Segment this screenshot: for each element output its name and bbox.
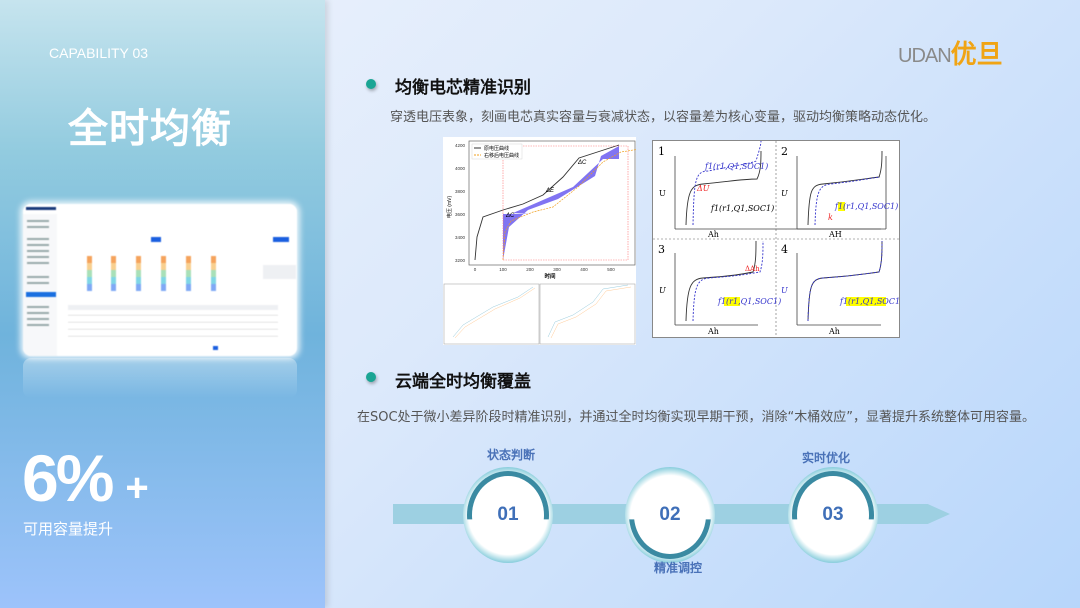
step-label-1: 状态判断: [487, 448, 536, 462]
bar-segment: [87, 284, 92, 291]
svg-text:ΔU: ΔU: [696, 184, 710, 193]
bar-segment: [111, 263, 116, 270]
svg-text:100: 100: [499, 267, 507, 272]
bar-segment: [211, 284, 216, 291]
bar-segment: [161, 263, 166, 270]
step-circle-3: 03: [788, 467, 878, 563]
stat-label: 可用容量提升: [23, 520, 114, 538]
svg-text:Ah: Ah: [828, 327, 840, 336]
svg-text:3: 3: [658, 243, 665, 256]
step-circle-2: 02: [625, 467, 715, 563]
bullet-icon: [366, 79, 376, 89]
svg-text:2: 2: [781, 145, 788, 158]
svg-text:ΔC: ΔC: [505, 213, 515, 219]
svg-text:时间: 时间: [544, 272, 556, 280]
svg-text:4000: 4000: [455, 166, 466, 171]
svg-text:f1(r1,Q1,SOC1): f1(r1,Q1,SOC1): [717, 297, 781, 306]
bar-segment: [186, 270, 191, 277]
stat-value: 6%+: [22, 441, 149, 515]
svg-text:1: 1: [658, 145, 665, 158]
svg-text:Ah: Ah: [707, 327, 719, 336]
svg-text:f1(r1,Q1,SOC1): f1(r1,Q1,SOC1): [704, 162, 768, 171]
panel-title: 全时均衡: [68, 106, 232, 152]
svg-text:ΔAh: ΔAh: [745, 265, 760, 273]
bar-segment: [87, 270, 92, 277]
bar-segment: [211, 256, 216, 263]
svg-text:4200: 4200: [455, 143, 466, 148]
svg-text:电压 (mV): 电压 (mV): [446, 196, 453, 219]
svg-text:f1(r1,Q1,SOC1): f1(r1,Q1,SOC1): [839, 297, 899, 306]
bar-segment: [136, 277, 141, 284]
bar-segment: [186, 284, 191, 291]
svg-text:ΔE: ΔE: [545, 188, 555, 194]
svg-text:U: U: [659, 189, 666, 198]
bar-segment: [87, 263, 92, 270]
bar-segment: [161, 270, 166, 277]
section2-title: 云端全时均衡覆盖: [395, 372, 531, 392]
section1-title: 均衡电芯精准识别: [395, 78, 531, 98]
svg-text:Ah: Ah: [707, 230, 719, 239]
bar-segment: [211, 277, 216, 284]
svg-text:k: k: [828, 213, 833, 222]
section2-desc: 在SOC处于微小差异阶段时精准识别，并通过全时均衡实现早期干预，消除“木桶效应”…: [357, 410, 1036, 425]
svg-text:300: 300: [553, 267, 561, 272]
legend-original: 原电压曲线: [484, 145, 509, 152]
bar-segment: [161, 284, 166, 291]
svg-text:U: U: [781, 189, 788, 198]
svg-text:AH: AH: [828, 230, 842, 239]
svg-text:U: U: [659, 286, 666, 295]
bar-segment: [111, 277, 116, 284]
platform-screenshot: [23, 204, 297, 356]
svg-text:U: U: [781, 286, 788, 295]
bullet-icon: [366, 372, 376, 382]
bar-segment: [186, 256, 191, 263]
left-panel: CAPABILITY 03 全时均衡 6%+ 可用容量提升: [0, 0, 325, 608]
svg-text:f1(r1,Q1,SOC1): f1(r1,Q1,SOC1): [710, 204, 774, 213]
svg-text:4: 4: [781, 243, 788, 256]
bar-segment: [186, 277, 191, 284]
step-label-2: 精准调控: [654, 561, 703, 575]
svg-text:500: 500: [607, 267, 615, 272]
bar-segment: [161, 277, 166, 284]
capability-label: CAPABILITY 03: [49, 45, 149, 61]
bar-segment: [211, 270, 216, 277]
bar-segment: [87, 277, 92, 284]
svg-text:0: 0: [474, 267, 477, 272]
bar-segment: [186, 263, 191, 270]
section1-desc: 穿透电压表象，刻画电芯真实容量与衰减状态，以容量差为核心变量，驱动均衡策略动态优…: [390, 110, 937, 125]
svg-text:ΔC: ΔC: [577, 160, 587, 166]
legend-shifted: 右移后电压曲线: [484, 152, 519, 159]
bar-segment: [136, 256, 141, 263]
bar-segment: [87, 256, 92, 263]
screenshot-reflection: [23, 358, 297, 398]
step-label-3: 实时优化: [802, 451, 851, 465]
bar-segment: [111, 284, 116, 291]
bar-segment: [136, 284, 141, 291]
svg-text:400: 400: [580, 267, 588, 272]
bar-segment: [136, 270, 141, 277]
bar-segment: [211, 263, 216, 270]
bar-segment: [111, 270, 116, 277]
svg-text:f1(r1,Q1,SOC1): f1(r1,Q1,SOC1): [834, 202, 898, 211]
svg-text:3600: 3600: [455, 212, 466, 217]
bar-segment: [111, 256, 116, 263]
svg-text:3800: 3800: [455, 189, 466, 194]
bar-segment: [136, 263, 141, 270]
step-circle-1: 01: [463, 467, 553, 563]
bar-segment: [161, 256, 166, 263]
svg-text:3400: 3400: [455, 235, 466, 240]
svg-text:200: 200: [526, 267, 534, 272]
svg-text:3200: 3200: [455, 258, 466, 263]
